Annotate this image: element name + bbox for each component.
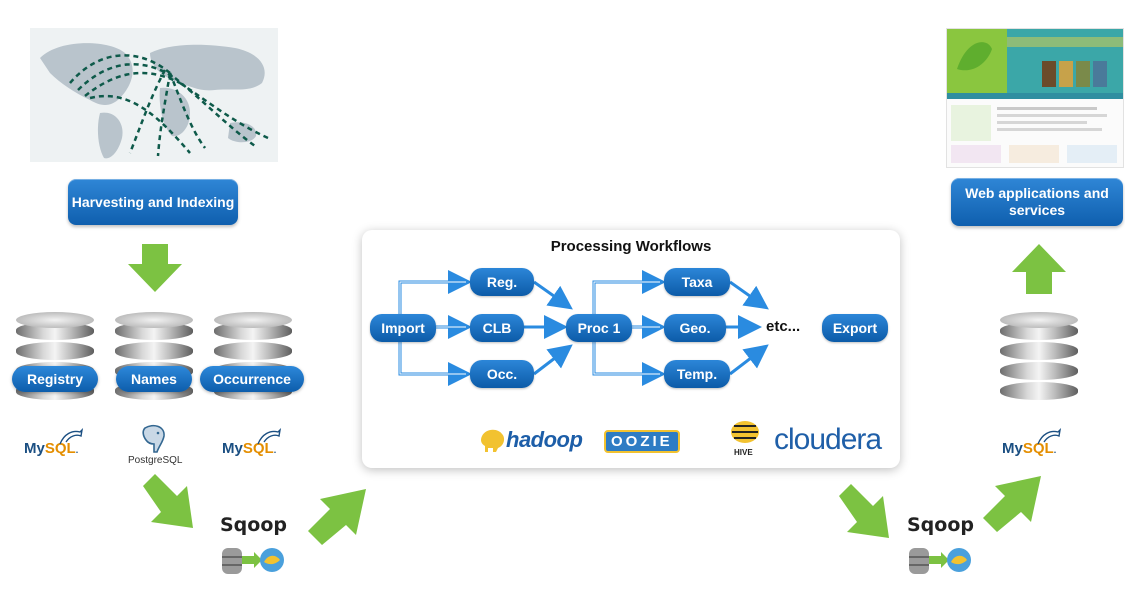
postgresql-elephant-icon xyxy=(142,424,165,453)
processing-workflows-panel: Processing Workflows xyxy=(362,230,900,468)
node-reg: Reg. xyxy=(470,268,534,296)
hive-logo: HIVE xyxy=(734,448,753,457)
workflow-connectors xyxy=(398,270,769,386)
website-screenshot xyxy=(946,28,1124,168)
dolphin-icon xyxy=(257,428,282,445)
sqoop-icon xyxy=(909,548,971,574)
diagonal-arrow-right-up-icon xyxy=(983,476,1041,532)
node-clb: CLB xyxy=(470,314,524,342)
registry-label: Registry xyxy=(12,366,98,392)
web-applications-label: Web applications and services xyxy=(951,178,1123,226)
workflow-title: Processing Workflows xyxy=(550,238,712,255)
node-occ: Occ. xyxy=(470,360,534,388)
down-arrow-icon xyxy=(128,244,182,292)
node-temp: Temp. xyxy=(664,360,730,388)
output-database-icon xyxy=(1000,312,1078,402)
sqoop-label-right: Sqoop xyxy=(907,514,974,536)
cloudera-logo: cloudera xyxy=(774,423,882,456)
dolphin-icon xyxy=(1037,428,1062,445)
names-label: Names xyxy=(116,366,192,392)
hive-bee-icon xyxy=(731,421,759,443)
diagonal-arrow-right-down-icon xyxy=(839,484,889,538)
node-geo: Geo. xyxy=(664,314,726,342)
diagonal-arrow-left-down-icon xyxy=(143,474,193,528)
occurrence-label: Occurrence xyxy=(200,366,304,392)
node-import: Import xyxy=(370,314,436,342)
postgresql-logo: PostgreSQL xyxy=(128,455,183,466)
node-taxa: Taxa xyxy=(664,268,730,296)
dolphin-icon xyxy=(59,428,84,445)
world-map-image xyxy=(30,28,278,162)
sqoop-icon xyxy=(222,548,284,574)
oozie-logo: OOZIE xyxy=(604,430,680,453)
sqoop-label-left: Sqoop xyxy=(220,514,287,536)
mysql-logo-right: MySQL. xyxy=(1002,440,1057,457)
diagonal-arrow-left-up-icon xyxy=(308,489,366,545)
node-proc1: Proc 1 xyxy=(566,314,632,342)
hadoop-elephant-icon xyxy=(481,429,505,452)
node-etc: etc... xyxy=(766,318,801,335)
hadoop-logo: hadoop xyxy=(506,427,583,452)
up-arrow-icon xyxy=(1012,244,1066,294)
mysql-logo-middle: MySQL. xyxy=(222,440,277,457)
harvesting-indexing-label: Harvesting and Indexing xyxy=(68,179,238,225)
mysql-logo-left: MySQL. xyxy=(24,440,79,457)
node-export: Export xyxy=(822,314,888,342)
